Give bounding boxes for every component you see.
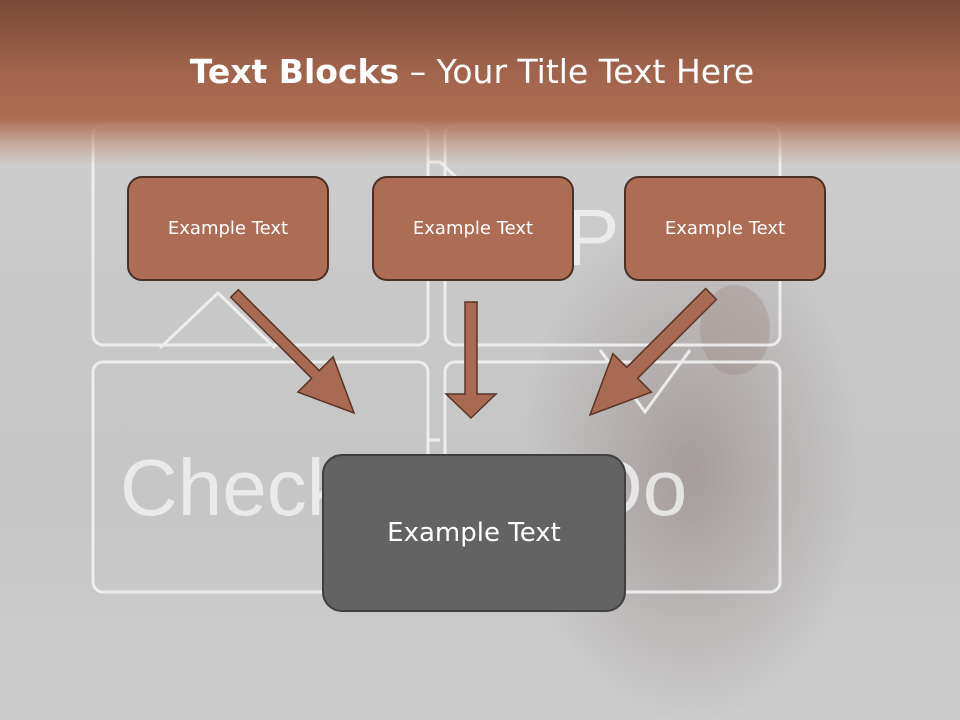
- title-separator: –: [399, 52, 437, 91]
- text-block-middle[interactable]: Example Text: [372, 176, 574, 281]
- background-hand-shape: [700, 285, 770, 375]
- text-block-right-label: Example Text: [664, 218, 786, 239]
- background-arrow-left: [426, 438, 440, 455]
- background-word-check: Check: [120, 443, 348, 532]
- slide-title[interactable]: Text Blocks – Your Title Text Here: [0, 52, 944, 91]
- arrow-down-icon: [444, 301, 498, 420]
- text-block-left[interactable]: Example Text: [127, 176, 329, 281]
- title-bold-part: Text Blocks: [189, 52, 400, 91]
- header-band: [0, 0, 960, 165]
- arrow-down-icon: [229, 288, 356, 415]
- text-block-right[interactable]: Example Text: [624, 176, 826, 281]
- text-block-bottom-label: Example Text: [387, 518, 561, 548]
- arrow-down-icon: [588, 287, 718, 417]
- background-arrow-up: [158, 290, 277, 350]
- title-rest-part: Your Title Text Here: [436, 52, 755, 91]
- text-block-bottom[interactable]: Example Text: [322, 454, 626, 612]
- text-block-left-label: Example Text: [167, 218, 289, 239]
- text-block-middle-label: Example Text: [412, 218, 534, 239]
